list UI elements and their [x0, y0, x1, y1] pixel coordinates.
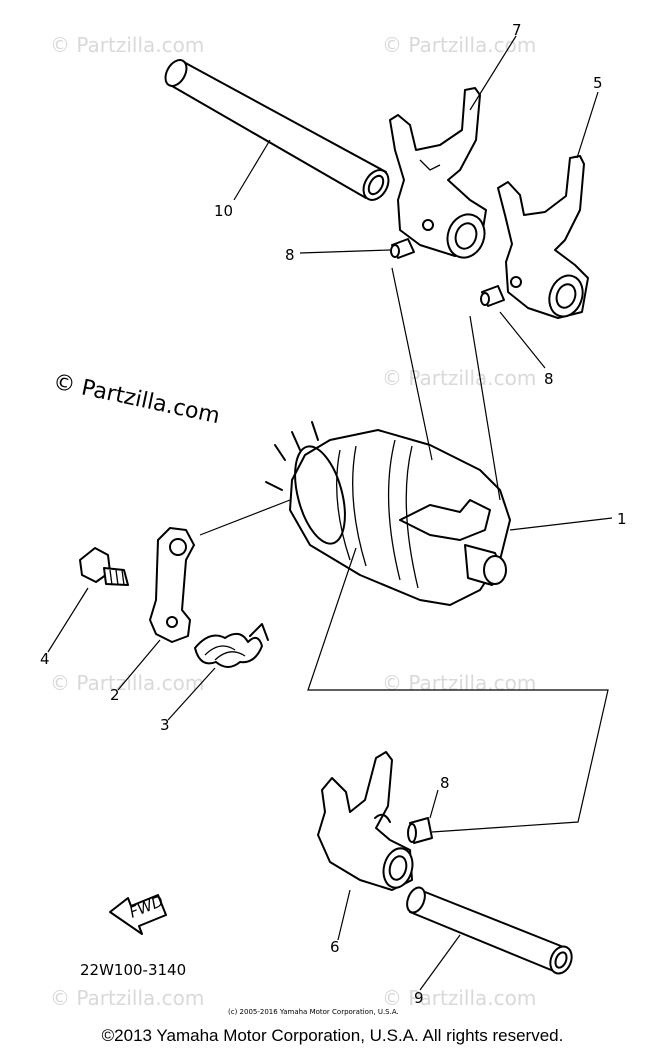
- callout-9: 9: [414, 989, 424, 1007]
- callout-2: 2: [110, 686, 120, 704]
- callout-3: 3: [160, 716, 170, 734]
- callout-10: 10: [214, 202, 233, 220]
- shift-fork-right: [497, 155, 589, 319]
- watermark: © Partzilla.com: [382, 671, 536, 695]
- callout-8-upper: 8: [285, 246, 295, 264]
- callout-6: 6: [330, 938, 340, 956]
- watermark: © Partzilla.com: [50, 33, 204, 57]
- bolt: [79, 547, 129, 586]
- callouts: 7 5 10 8 8 1 4 2 3 8 6 9: [40, 21, 627, 1007]
- diagram-code: 22W100-3140: [80, 961, 186, 979]
- watermark: © Partzilla.com: [382, 366, 536, 390]
- callout-5: 5: [593, 74, 603, 92]
- guide-bar-lower: [406, 886, 573, 975]
- guide-pin-upper: [390, 238, 415, 259]
- shift-fork-upper: [389, 87, 487, 259]
- fwd-arrow: FWD: [109, 892, 167, 935]
- callout-8-lower: 8: [440, 774, 450, 792]
- watermark-main: © Partzilla.com: [51, 369, 222, 429]
- watermark: © Partzilla.com: [50, 986, 204, 1010]
- guide-bar-upper: [164, 59, 390, 201]
- small-copyright: (c) 2005-2016 Yamaha Motor Corporation, …: [228, 1008, 399, 1016]
- copyright-footer: ©2013 Yamaha Motor Corporation, U.S.A. A…: [101, 1026, 564, 1045]
- watermark: © Partzilla.com: [382, 986, 536, 1010]
- callout-7: 7: [512, 21, 522, 39]
- callout-1: 1: [617, 510, 627, 528]
- leader-lines: [47, 35, 613, 991]
- torsion-spring: [194, 623, 269, 668]
- guide-pin-lower: [407, 817, 433, 844]
- guide-pin-right: [480, 285, 505, 307]
- stopper-lever: [149, 527, 195, 643]
- shift-fork-lower: [317, 751, 414, 891]
- shift-cam: [265, 421, 511, 606]
- watermark: © Partzilla.com: [50, 671, 204, 695]
- callout-8-right: 8: [544, 370, 554, 388]
- callout-4: 4: [40, 650, 50, 668]
